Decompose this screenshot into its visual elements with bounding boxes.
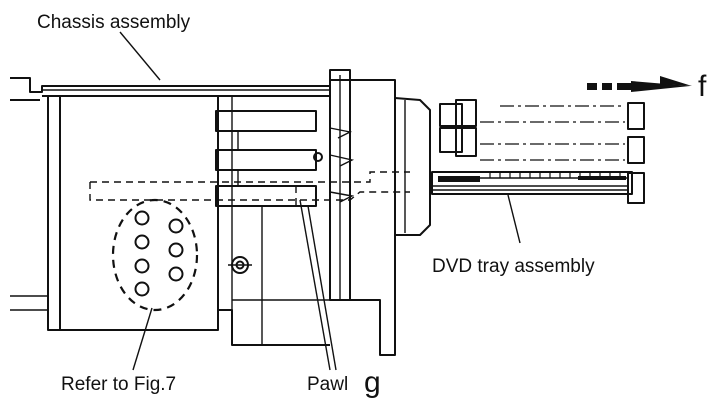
direction-f-label: f bbox=[698, 70, 707, 103]
dvd-tray-assembly-label: DVD tray assembly bbox=[432, 256, 595, 277]
front-panel bbox=[313, 69, 431, 356]
hole-group bbox=[111, 198, 199, 312]
pull-direction-arrow bbox=[587, 76, 692, 92]
leader-lines bbox=[119, 31, 521, 371]
dvd-tray bbox=[431, 99, 645, 204]
pawl-marker-g-label: g bbox=[364, 366, 381, 399]
hidden-outline bbox=[89, 171, 410, 206]
chassis-body bbox=[10, 77, 330, 346]
chassis-assembly-label: Chassis assembly bbox=[37, 12, 191, 33]
pawl-label: Pawl bbox=[307, 374, 348, 395]
refer-fig7-label: Refer to Fig.7 bbox=[61, 374, 176, 395]
